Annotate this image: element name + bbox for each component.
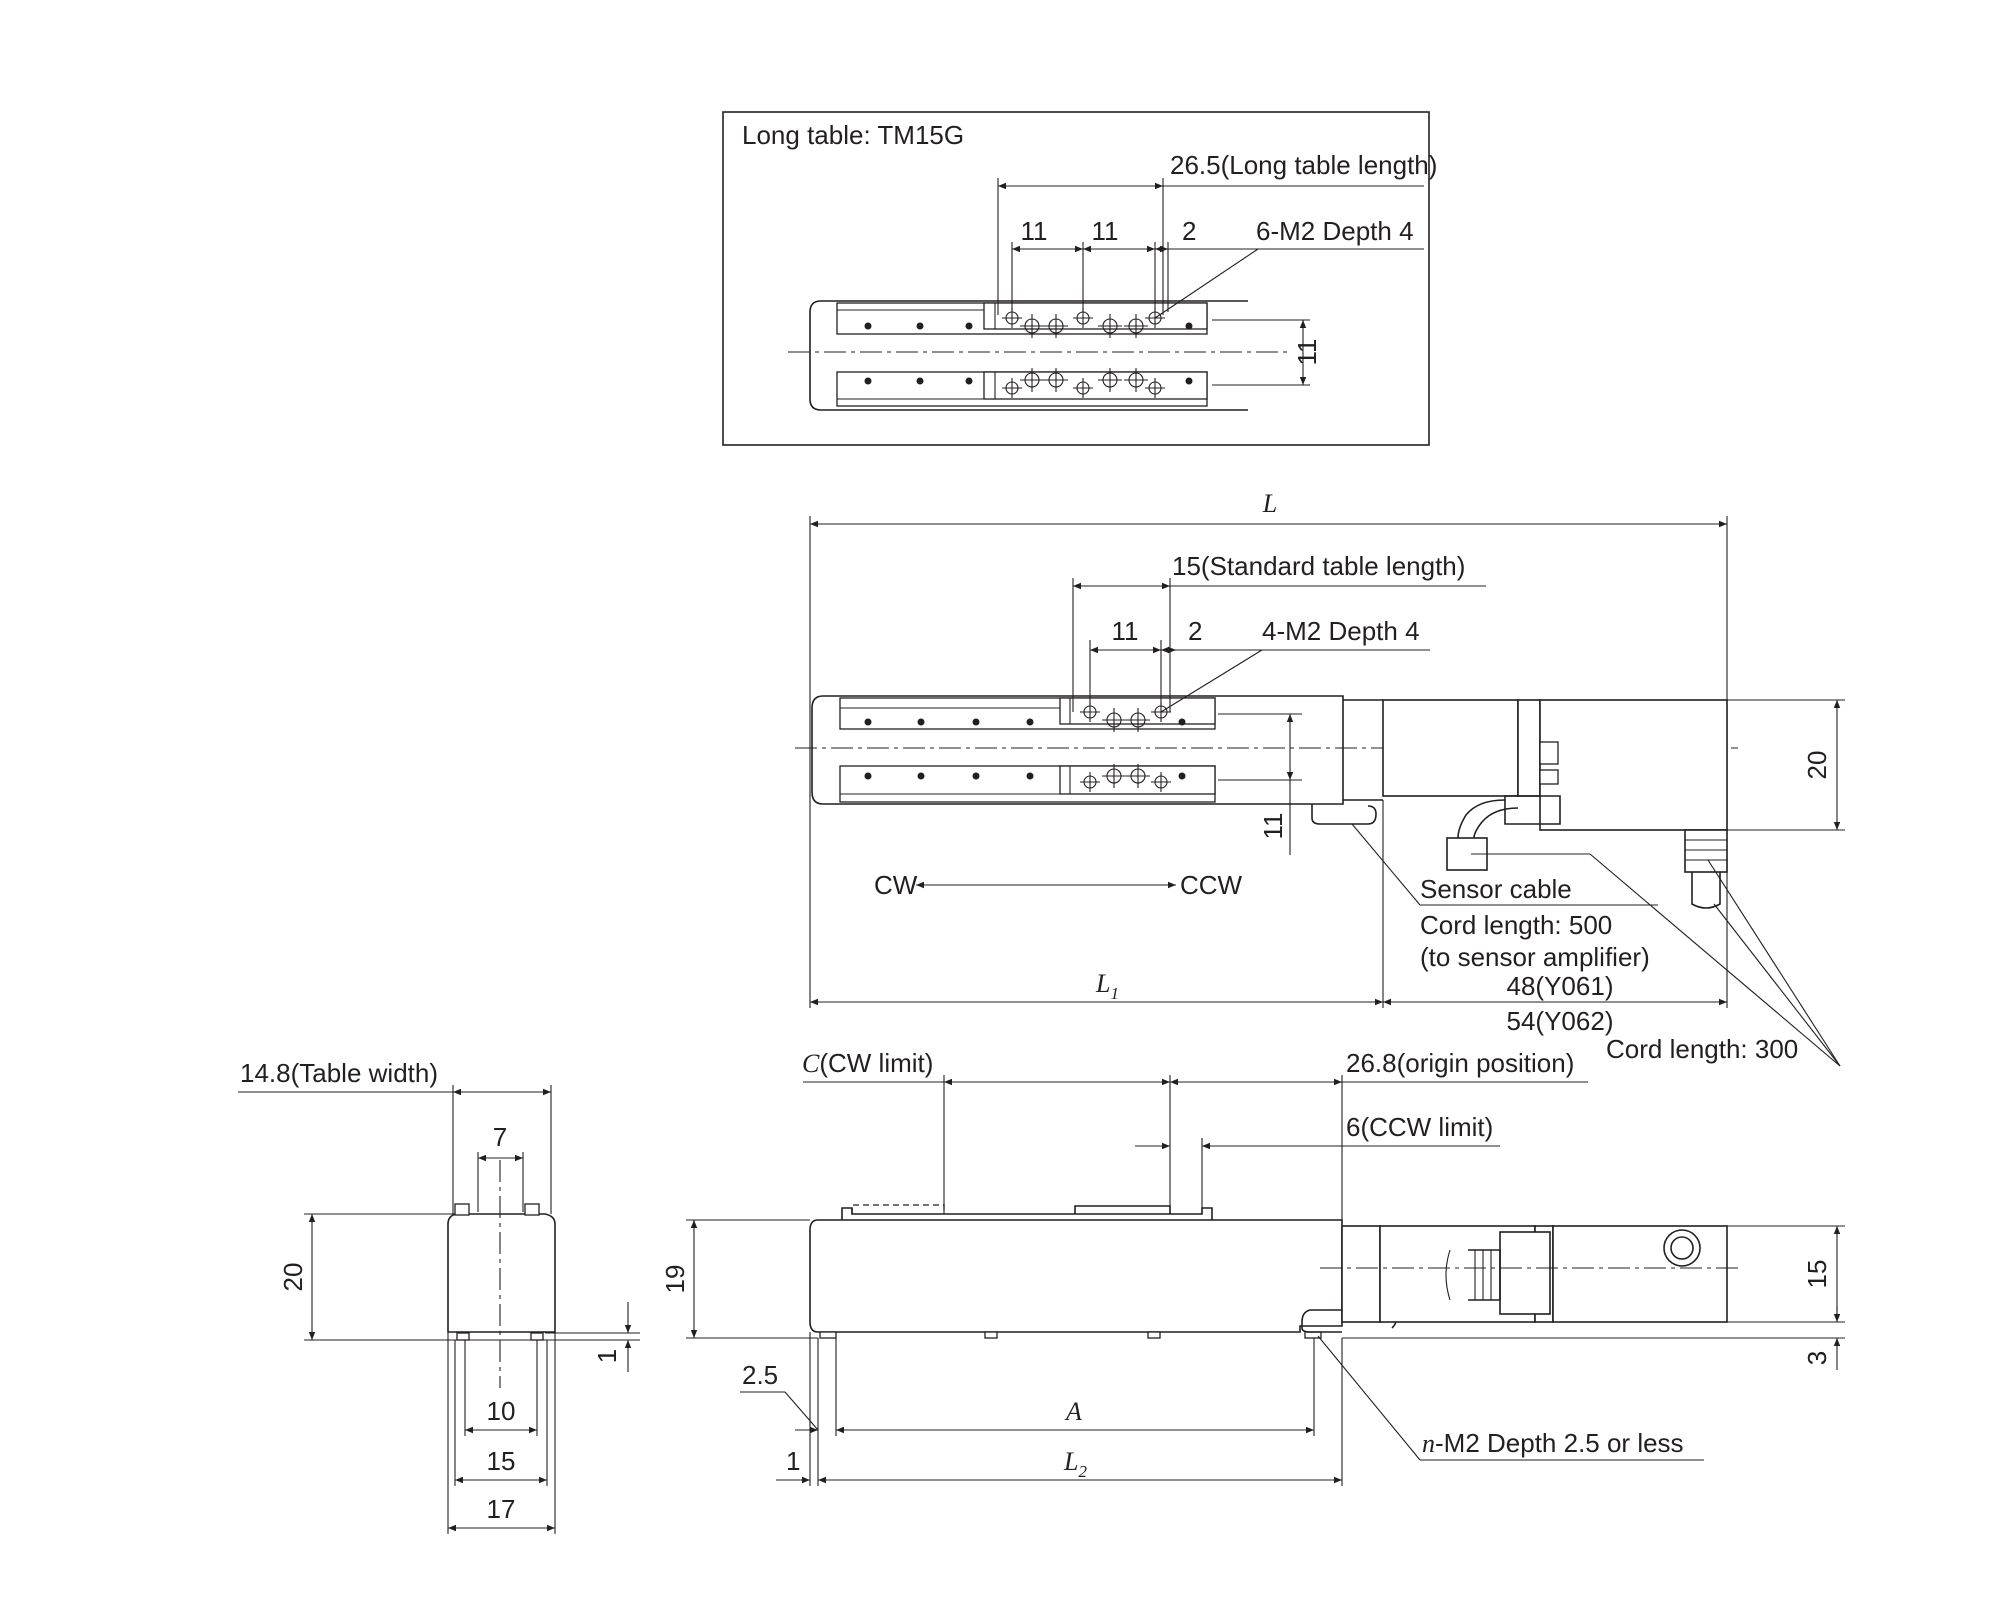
sensor-cable-label: Sensor cable <box>1420 874 1572 904</box>
end-base-pitch: 10 <box>487 1396 516 1426</box>
end-base-inner: 15 <box>487 1446 516 1476</box>
top-pitch: 11 <box>1112 616 1139 646</box>
sensor-cord-to: (to sensor amplifier) <box>1420 942 1650 972</box>
end-top-pitch: 7 <box>493 1122 507 1152</box>
top-offset: 2 <box>1188 616 1202 646</box>
top-height: 20 <box>1802 751 1832 780</box>
motor-length-y061: 48(Y061) <box>1507 971 1614 1001</box>
end-bottom-gap: 1 <box>592 1349 622 1363</box>
inset-rail-pitch: 11 <box>1292 339 1322 366</box>
end-table-width: 14.8(Table width) <box>240 1058 438 1088</box>
end-view: 14.8(Table width) 7 20 1 10 15 17 <box>238 1058 640 1534</box>
top-holes: 4-M2 Depth 4 <box>1262 616 1420 646</box>
l1-label: L1 <box>1095 969 1119 1003</box>
inset-table-length: 26.5(Long table length) <box>1170 150 1437 180</box>
inset-offset: 2 <box>1182 216 1196 246</box>
side-end-offset: 2.5 <box>742 1360 778 1390</box>
motor-offset: 3 <box>1802 1351 1832 1365</box>
end-height: 20 <box>278 1263 308 1292</box>
origin-position-label: 26.8(origin position) <box>1346 1048 1574 1078</box>
motor-height: 15 <box>1802 1260 1832 1289</box>
bottom-holes-label: n-M2 Depth 2.5 or less <box>1422 1428 1684 1458</box>
ccw-label: CCW <box>1180 870 1243 900</box>
motor-length-y062: 54(Y062) <box>1507 1006 1614 1036</box>
side-end-gap: 1 <box>786 1446 800 1476</box>
inset-pitch-2: 11 <box>1092 216 1119 246</box>
top-view: L <box>795 489 1845 1067</box>
ccw-limit-label: 6(CCW limit) <box>1346 1112 1493 1142</box>
top-table-length: 15(Standard table length) <box>1172 551 1465 581</box>
inset-title: Long table: TM15G <box>742 120 964 150</box>
cw-label: CW <box>874 870 918 900</box>
inset-holes: 6-M2 Depth 4 <box>1256 216 1414 246</box>
l2-label: L2 <box>1063 1447 1087 1481</box>
end-width: 17 <box>487 1494 516 1524</box>
sensor-cord-length: Cord length: 500 <box>1420 910 1612 940</box>
top-rail-pitch: 11 <box>1258 813 1288 840</box>
inset-pitch-1: 11 <box>1021 216 1048 246</box>
inset-long-table: Long table: TM15G <box>722 111 1437 446</box>
side-view: C(CW limit) 26.8(origin position) 6(CCW … <box>660 1048 1845 1486</box>
cord-length-300: Cord length: 300 <box>1606 1034 1798 1064</box>
top-overall-length: L <box>1262 489 1277 518</box>
side-a-label: A <box>1064 1397 1082 1426</box>
side-height: 19 <box>660 1265 690 1294</box>
cw-limit-label: C(CW limit) <box>802 1048 933 1078</box>
